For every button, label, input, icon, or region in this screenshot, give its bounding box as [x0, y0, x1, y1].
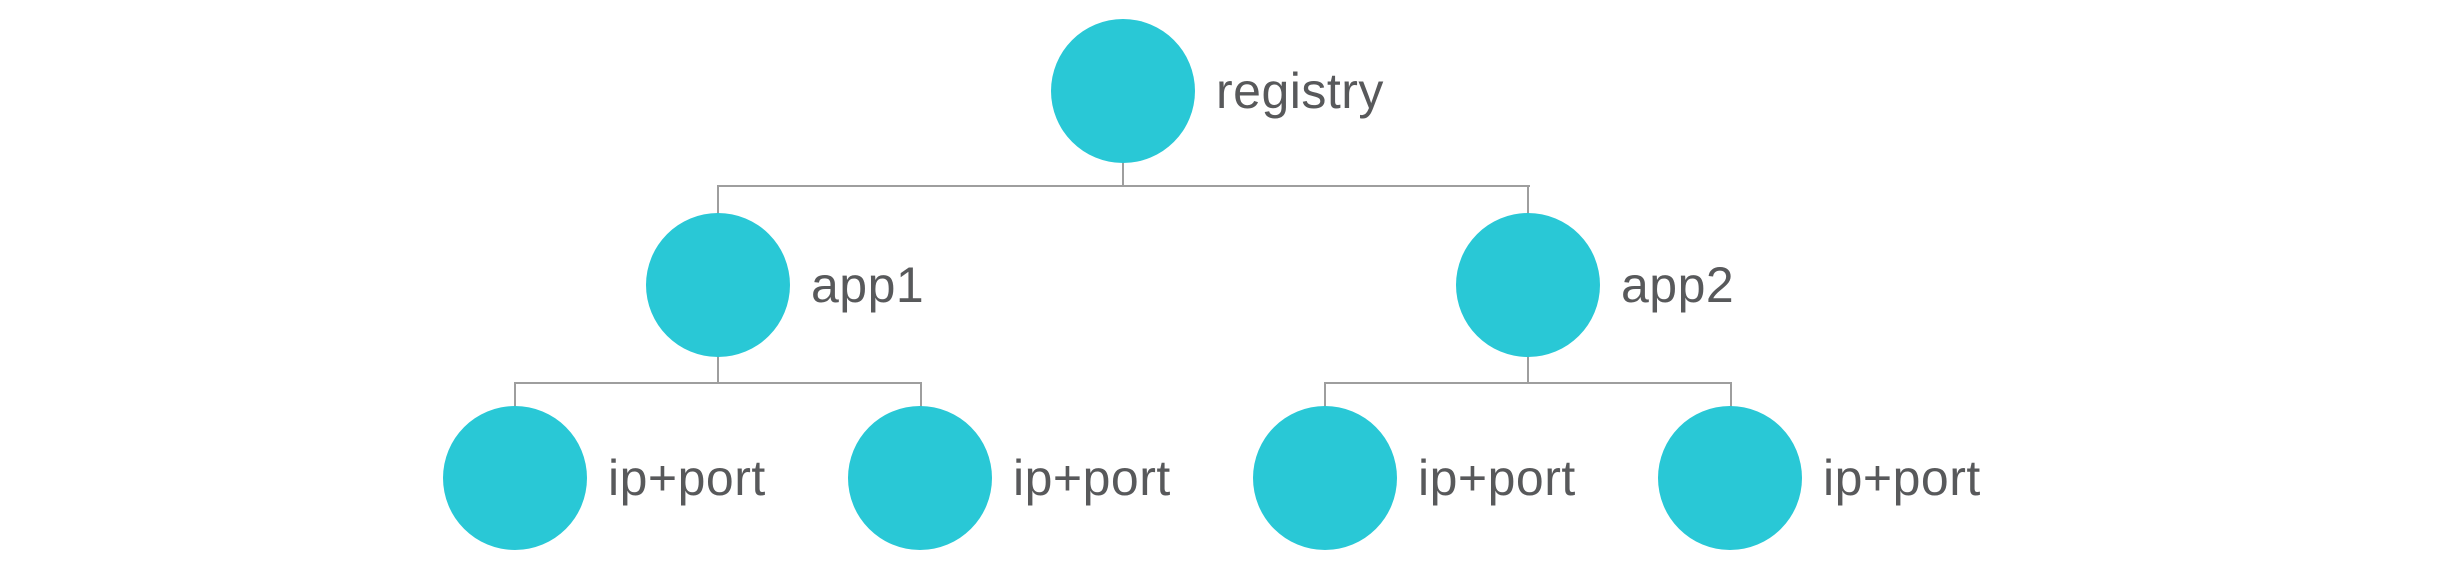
ip-port-4-node-circle [1658, 406, 1802, 550]
connector-leaf1-stub [514, 382, 516, 408]
tree-node-app1: app1 [646, 213, 924, 357]
ip-port-3-node-circle [1253, 406, 1397, 550]
connector-registry-stub [1122, 162, 1124, 187]
connector-leaf3-stub [1324, 382, 1326, 408]
tree-node-ip-port-2: ip+port [848, 406, 1171, 550]
tree-node-ip-port-1: ip+port [443, 406, 766, 550]
ip-port-3-node-label: ip+port [1418, 450, 1576, 506]
ip-port-1-node-label: ip+port [608, 450, 766, 506]
ip-port-2-node-label: ip+port [1013, 450, 1171, 506]
connector-app2-bottom-stub [1527, 356, 1529, 384]
connector-app2-top-stub [1527, 185, 1529, 214]
app2-node-circle [1456, 213, 1600, 357]
connector-level1-bar [717, 185, 1530, 187]
app1-node-circle [646, 213, 790, 357]
tree-node-app2: app2 [1456, 213, 1734, 357]
tree-node-registry: registry [1051, 19, 1384, 163]
connector-app1-top-stub [717, 185, 719, 214]
tree-node-ip-port-4: ip+port [1658, 406, 1981, 550]
registry-node-label: registry [1216, 63, 1384, 119]
app2-node-label: app2 [1621, 257, 1735, 313]
connector-app1-children-bar [514, 382, 922, 384]
app1-node-label: app1 [811, 257, 925, 313]
connector-app1-bottom-stub [717, 356, 719, 384]
connector-leaf2-stub [920, 382, 922, 408]
tree-node-ip-port-3: ip+port [1253, 406, 1576, 550]
ip-port-1-node-circle [443, 406, 587, 550]
ip-port-2-node-circle [848, 406, 992, 550]
ip-port-4-node-label: ip+port [1823, 450, 1981, 506]
registry-node-circle [1051, 19, 1195, 163]
connector-app2-children-bar [1324, 382, 1732, 384]
connector-leaf4-stub [1730, 382, 1732, 408]
